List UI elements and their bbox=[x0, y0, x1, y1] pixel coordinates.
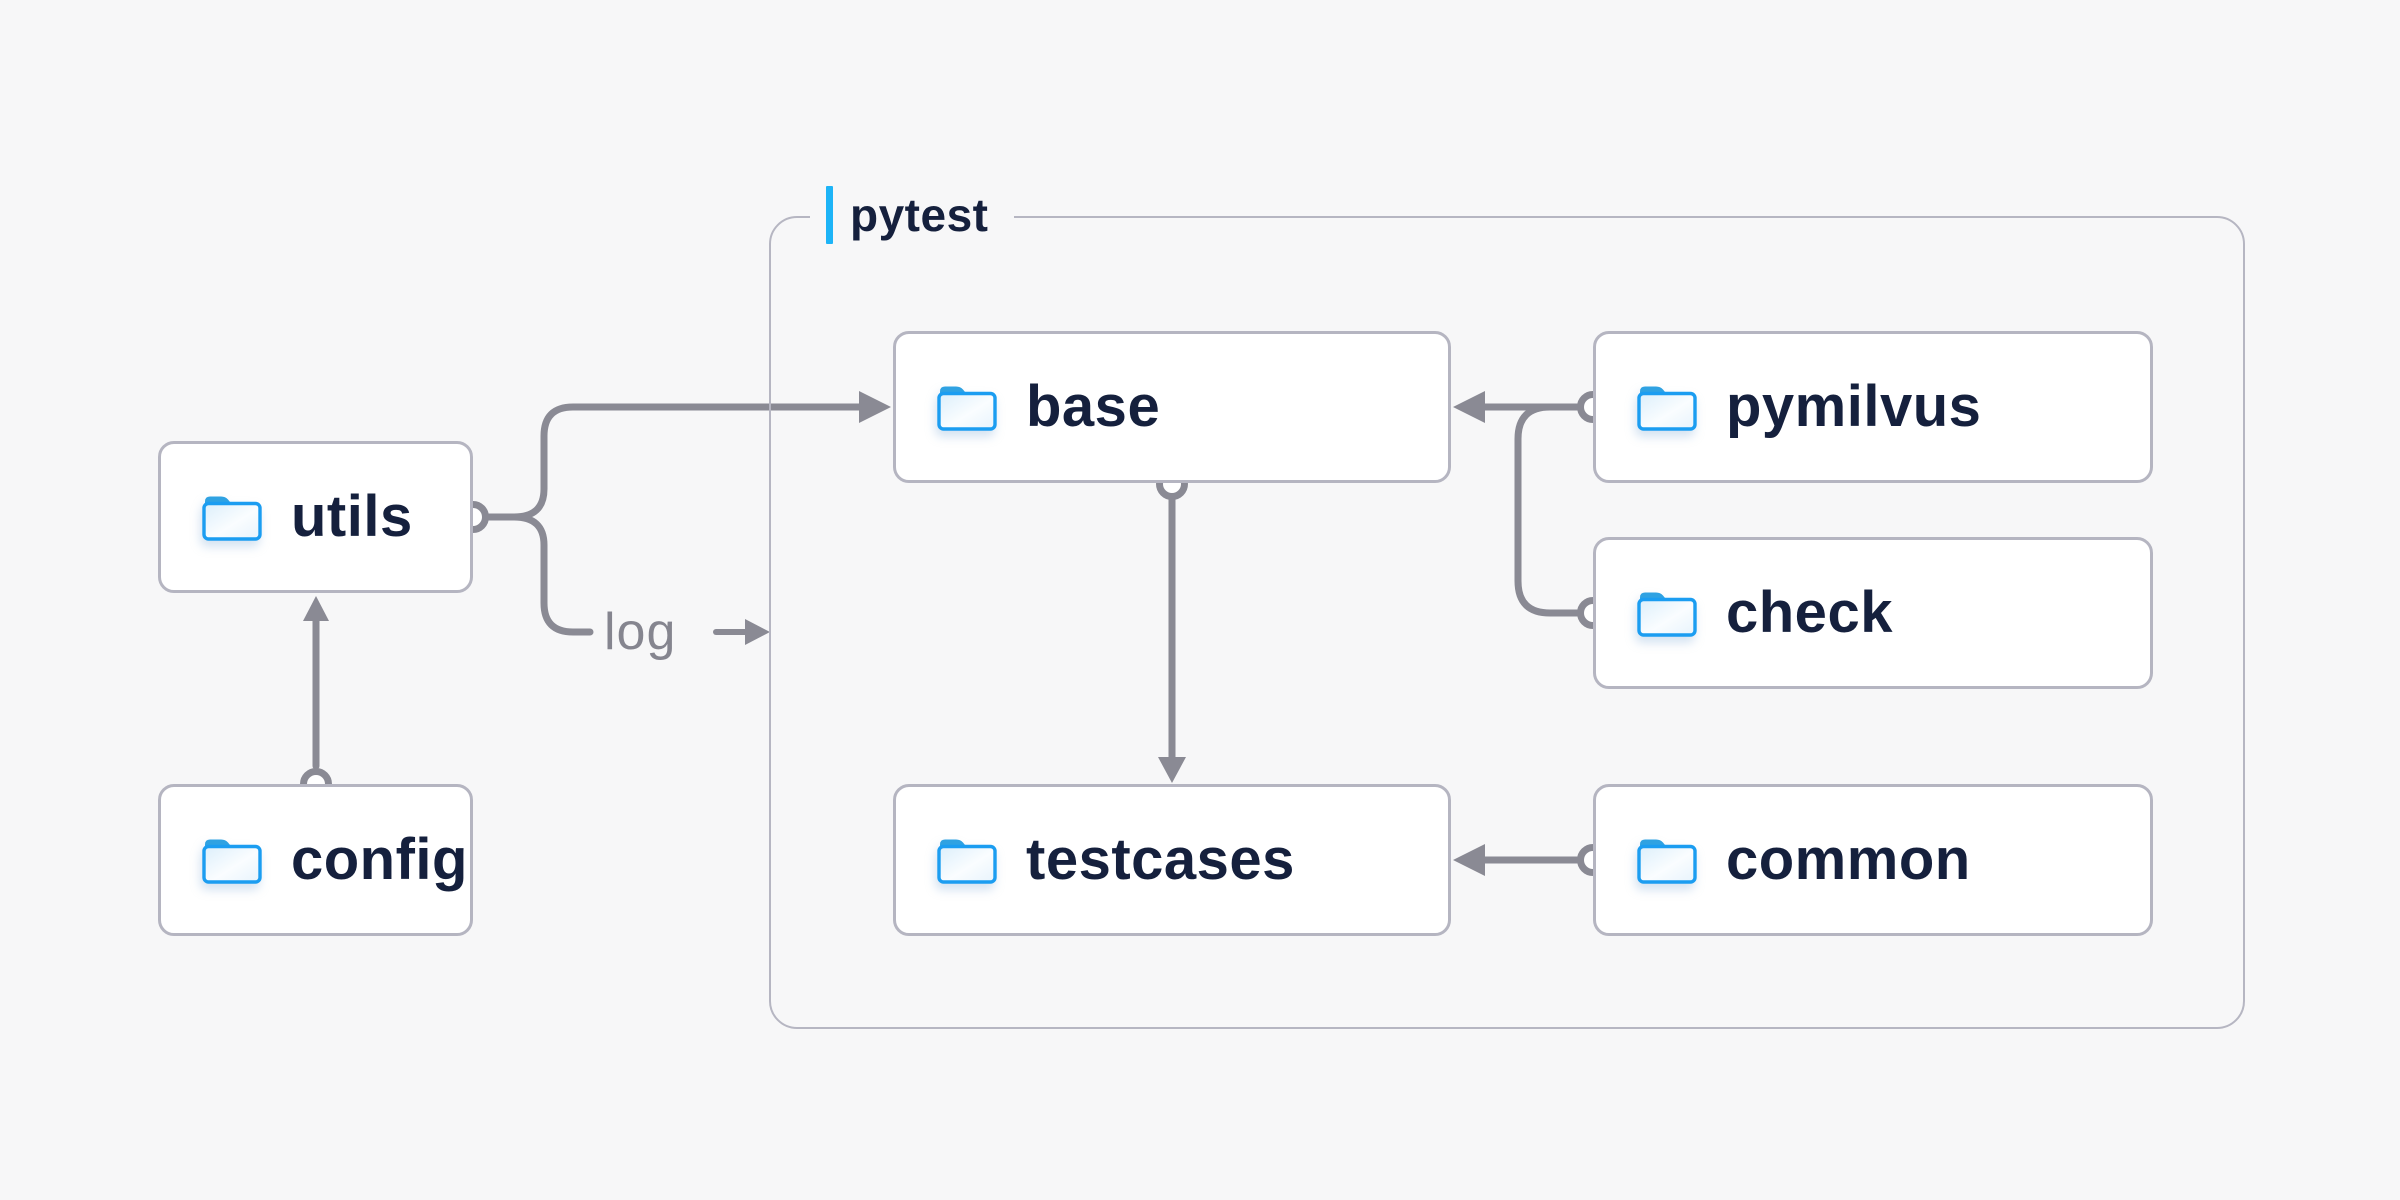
folder-icon bbox=[202, 496, 262, 541]
arrowhead-into-testcases-right bbox=[1453, 844, 1485, 876]
edge-utils-to-log bbox=[485, 513, 594, 636]
edge-check-to-base bbox=[1514, 403, 1581, 617]
node-testcases: testcases bbox=[893, 784, 1451, 936]
node-utils: utils bbox=[158, 441, 473, 593]
arrowhead-into-base-left bbox=[859, 391, 891, 423]
node-config: config bbox=[158, 784, 473, 936]
pytest-container bbox=[769, 216, 2245, 1029]
folder-icon bbox=[1637, 386, 1697, 431]
log-edge-label: log bbox=[604, 603, 677, 661]
node-label: base bbox=[1026, 374, 1161, 439]
pytest-container-title: pytest bbox=[850, 189, 989, 241]
node-label: utils bbox=[291, 484, 413, 549]
folder-icon bbox=[1637, 839, 1697, 884]
arrowhead-into-utils-bottom bbox=[303, 596, 329, 621]
node-check: check bbox=[1593, 537, 2153, 689]
folder-icon bbox=[1637, 592, 1697, 637]
arrowhead-into-testcases-top bbox=[1158, 757, 1186, 783]
arrowhead-into-pytest-container bbox=[745, 619, 770, 645]
node-base: base bbox=[893, 331, 1451, 483]
node-label: testcases bbox=[1026, 827, 1295, 892]
node-label: config bbox=[291, 827, 468, 892]
folder-icon bbox=[937, 839, 997, 884]
arrowhead-into-base-right bbox=[1453, 391, 1485, 423]
node-pymilvus: pymilvus bbox=[1593, 331, 2153, 483]
folder-icon bbox=[202, 839, 262, 884]
pytest-container-label: pytest bbox=[810, 186, 1015, 244]
node-label: check bbox=[1726, 580, 1893, 645]
node-label: pymilvus bbox=[1726, 374, 1982, 439]
node-common: common bbox=[1593, 784, 2153, 936]
folder-icon bbox=[937, 386, 997, 431]
node-label: common bbox=[1726, 827, 1971, 892]
accent-bar-icon bbox=[826, 186, 833, 244]
